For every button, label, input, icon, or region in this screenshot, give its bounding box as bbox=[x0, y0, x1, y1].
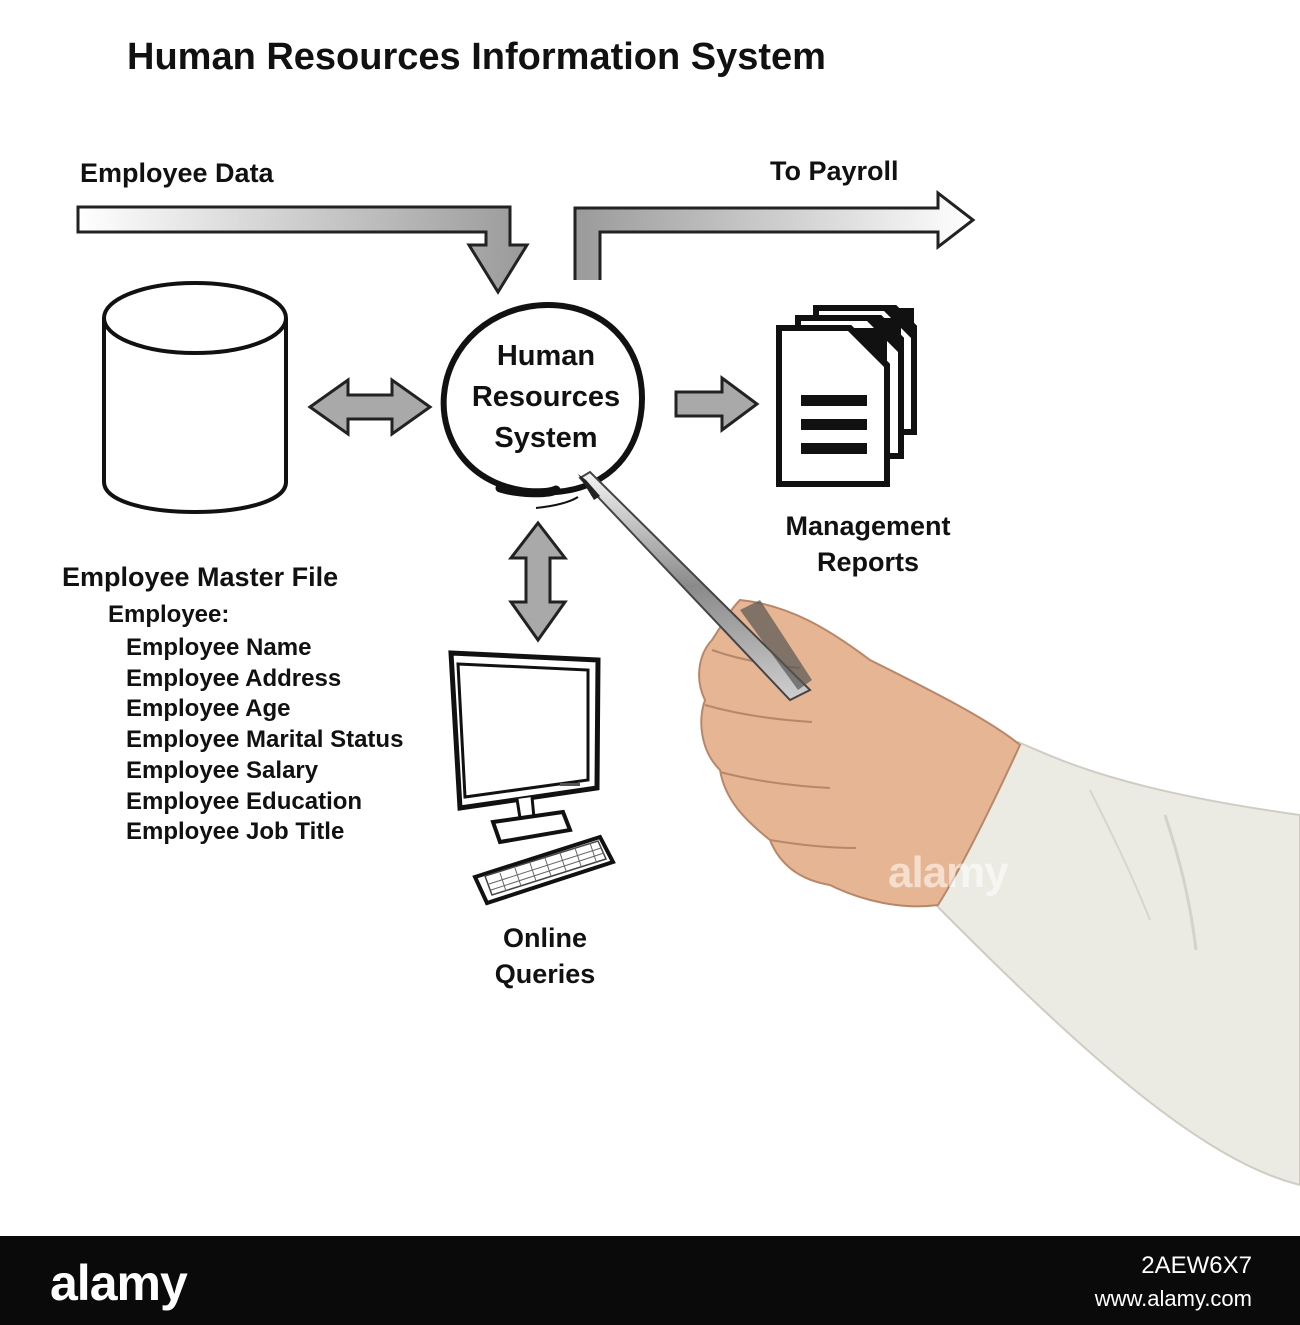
master-file-field: Employee Name bbox=[126, 634, 312, 661]
footer-url: www.alamy.com bbox=[1094, 1286, 1252, 1311]
master-file-title: Employee Master File bbox=[62, 562, 339, 592]
footer-bar: alamy 2AEW6X7 www.alamy.com bbox=[0, 1236, 1300, 1325]
hrs-reports-arrow bbox=[674, 375, 760, 433]
hrs-label-line: Human bbox=[496, 340, 596, 372]
footer-brand-logo: alamy bbox=[50, 1255, 188, 1311]
master-file-field: Employee Age bbox=[126, 695, 291, 722]
master-file-field: Employee Address bbox=[126, 665, 342, 692]
master-file-subtitle: Employee: bbox=[108, 601, 230, 628]
to-payroll-label: To Payroll bbox=[770, 156, 899, 186]
footer-image-code: 2AEW6X7 bbox=[1141, 1252, 1252, 1279]
reports-label-line: Management bbox=[785, 511, 951, 541]
master-file-field: Employee Marital Status bbox=[126, 726, 404, 753]
computer-icon bbox=[448, 650, 616, 906]
master-file-field: Employee Education bbox=[126, 788, 363, 815]
master-file-field: Employee Job Title bbox=[126, 818, 345, 845]
queries-label-line: Queries bbox=[494, 959, 596, 989]
queries-label-line: Online bbox=[502, 923, 587, 953]
management-reports-label: Management Reports bbox=[785, 508, 950, 580]
documents-icon bbox=[776, 305, 917, 487]
to-payroll-arrow bbox=[573, 189, 976, 280]
master-file-field: Employee Salary bbox=[126, 757, 319, 784]
hrs-queries-double-arrow bbox=[507, 520, 569, 643]
hrs-circle bbox=[440, 301, 646, 509]
hrs-label-line: System bbox=[494, 422, 598, 454]
presenter-hand bbox=[578, 470, 1300, 1187]
employee-data-arrow bbox=[76, 205, 530, 295]
page-title: Human Resources Information System bbox=[127, 36, 826, 78]
hrs-label: Human Resources System bbox=[472, 336, 620, 459]
watermark: alamy bbox=[888, 848, 1009, 897]
db-hrs-double-arrow bbox=[307, 377, 433, 437]
database-icon bbox=[102, 281, 288, 514]
employee-data-label: Employee Data bbox=[80, 158, 274, 188]
online-queries-label: Online Queries bbox=[495, 920, 596, 992]
hrs-label-line: Resources bbox=[471, 381, 621, 413]
reports-label-line: Reports bbox=[816, 547, 920, 577]
diagram-canvas bbox=[76, 189, 1300, 1187]
